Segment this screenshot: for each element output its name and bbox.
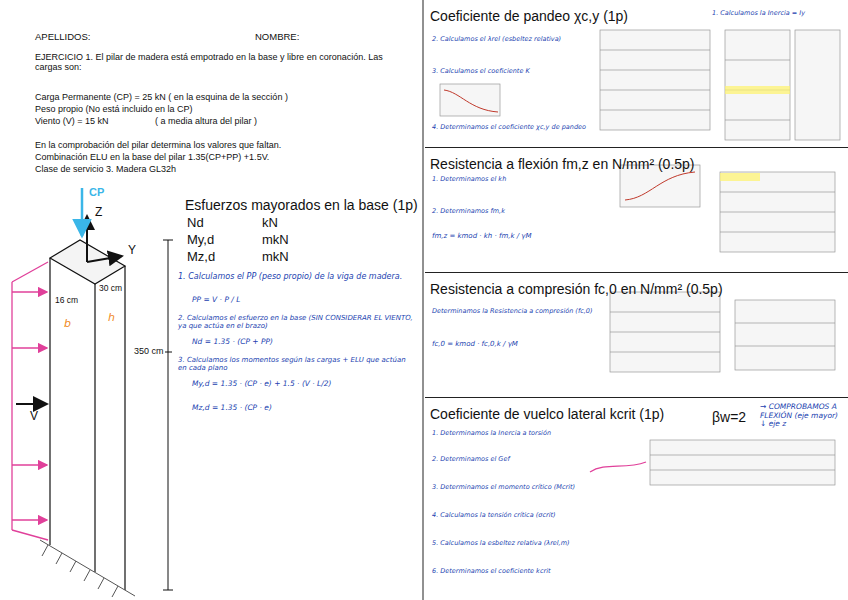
axis-y [87, 256, 122, 262]
handwritten-note: → COMPROBAMOS A FLEXIÓN (eje mayor) ↓ ej… [760, 403, 842, 429]
handwritten-note: 6. Determinamos el coeficiente kcrit [432, 568, 602, 575]
result-name: My,d [187, 233, 214, 248]
result-name: Mz,d [187, 250, 215, 265]
handwritten-note: 1. Determinamos el kh [432, 176, 602, 183]
handwritten-note: 5. Calculamos la esbeltez relativa (λrel… [432, 540, 602, 547]
ground-hatch [40, 540, 135, 597]
statement: Clase de servicio 3. Madera GL32h [35, 164, 176, 174]
handwritten-note: 4. Determinamos el coeficiente χc,y de p… [432, 124, 592, 131]
dimension: 16 cm [54, 296, 79, 306]
handwritten-note: 3. Calculamos el coeficiente K [432, 68, 592, 75]
highlight [725, 86, 790, 94]
dimension-symbol: b [64, 318, 71, 331]
highlight [720, 173, 760, 181]
handwritten-note: fc,0 = kmod · fc,0,k / γM [432, 340, 602, 348]
load-label: V [30, 410, 38, 424]
handwritten-note: 4. Calculamos la tensión crítica (σcrit) [432, 512, 602, 519]
handwritten-note: 1. Calculamos el PP (peso propio) de la … [178, 272, 416, 281]
statement: Carga Permanente (CP) = 25 kN ( en la es… [35, 92, 288, 102]
header-field: NOMBRE: [255, 32, 299, 43]
statement: EJERCICIO 1. El pilar de madera está emp… [35, 52, 405, 73]
handwritten-note: 2. Determinamos fm,k [432, 208, 602, 215]
handwritten-note: 3. Determinamos el momento crítico (Mcri… [432, 484, 602, 491]
statement: En la comprobación del pilar determina l… [35, 140, 281, 150]
statement: ( a media altura del pilar ) [155, 116, 257, 126]
load-label: CP [89, 186, 104, 199]
handwritten-note: 1. Calculamos la Inercia = Iy [712, 10, 805, 17]
dimension-symbol: h [108, 312, 115, 325]
curve [625, 172, 695, 200]
statement: Peso propio (No está incluido en la CP) [35, 104, 193, 114]
unit: mkN [262, 233, 289, 248]
handwritten-note: My,d = 1.35 · (CP · e) + 1.5 · (V · L/2) [192, 380, 332, 389]
section-heading: Resistencia a compresión fc,0 en N/mm² (… [425, 273, 848, 297]
handwritten-note: Mz,d = 1.35 · (CP · e) [192, 404, 272, 413]
parameter: βw=2 [712, 409, 746, 425]
header-field: APELLIDOS: [35, 32, 90, 43]
curve [444, 90, 498, 112]
unit: mkN [262, 250, 289, 265]
divider [423, 0, 424, 600]
handwritten-note: 3. Calculamos los momentos según las car… [178, 356, 416, 372]
column [50, 240, 125, 590]
wind-resultant [16, 403, 47, 405]
result-name: Nd [187, 216, 204, 231]
leader-curve [590, 462, 646, 472]
load-arrow [81, 188, 84, 236]
statement: Combinación ELU en la base del pilar 1.3… [35, 152, 269, 162]
handwritten-note: 2. Calculamos el esfuerzo en la base (SI… [178, 314, 416, 330]
section-band: Resistencia a compresión fc,0 en N/mm² (… [425, 272, 848, 397]
dimension-line [163, 240, 173, 590]
unit: kN [262, 216, 278, 231]
handwritten-note: 1. Determinamos la Inercia a torsión [432, 430, 582, 437]
dimension: 30 cm [98, 284, 123, 294]
wind-load [12, 262, 48, 540]
statement: Viento (V) = 15 kN [35, 116, 109, 126]
handwritten-note: 2. Calculamos el λrel (esbeltez relativa… [432, 36, 592, 43]
axis-label: Z [95, 206, 102, 220]
handwritten-note: fm,z = kmod · kh · fm,k / γM [432, 232, 602, 240]
section-heading: Resistencia a flexión fm,z en N/mm² (0.5… [425, 148, 848, 172]
axis-label: Y [128, 244, 136, 258]
handwritten-note: Determinamos la Resistencia a compresión… [432, 308, 602, 315]
dimension: 350 cm [133, 346, 165, 356]
axis-z [86, 216, 88, 262]
handwritten-note: 2. Determinamos el Gef [432, 456, 582, 463]
handwritten-note: Nd = 1.35 · (CP + PP) [192, 338, 273, 347]
section-heading: Esfuerzos mayorados en la base (1p) [185, 197, 418, 213]
handwritten-note: PP = V · P / L [192, 296, 240, 305]
